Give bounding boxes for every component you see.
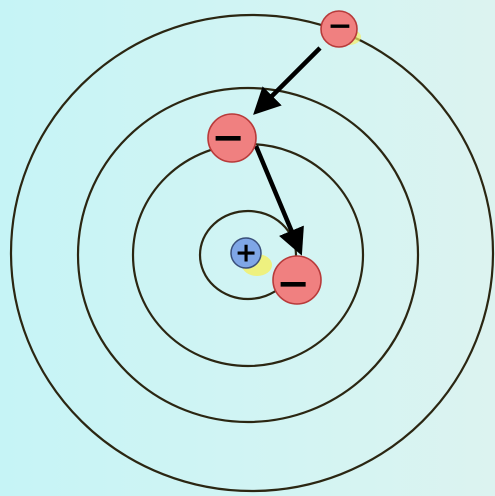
- nucleus-symbol: +: [235, 238, 258, 269]
- transition-arrows: [253, 46, 322, 256]
- nucleus: +: [230, 237, 272, 276]
- electron-middle-circle: [207, 113, 257, 163]
- arrow-outer-to-middle: [253, 46, 322, 115]
- electron-inner-circle: [272, 255, 322, 305]
- orbit-ring-4: [9, 13, 495, 493]
- electron-middle: −: [207, 113, 257, 163]
- arrow-middle-to-inner: [253, 145, 304, 256]
- electron-outer-circle: [320, 10, 358, 48]
- nucleus-circle: [230, 237, 262, 269]
- electron-inner: −: [272, 255, 322, 307]
- electron-outer-symbol: −: [327, 9, 352, 44]
- orbit-ring-3: [76, 86, 420, 424]
- electron-middle-symbol: −: [211, 115, 245, 161]
- electron-inner-symbol: −: [276, 261, 310, 307]
- electron-outer: −: [320, 9, 361, 48]
